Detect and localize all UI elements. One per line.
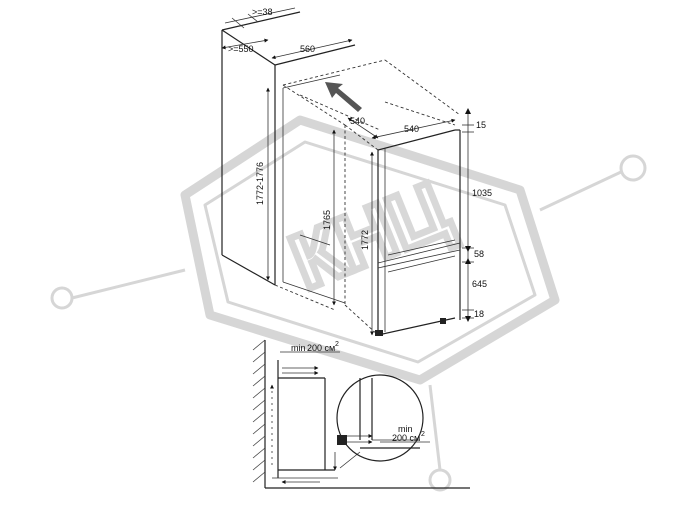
dim-lower-door: 645 [472, 279, 487, 289]
vent-bottom-area: 200 см [392, 433, 420, 443]
vent-bottom-min: min [398, 424, 413, 434]
niche-drawing: >=38 >=550 560 1772-1776 1765 [221, 7, 461, 311]
detail-magnifier [336, 374, 424, 462]
airflow-arrows [270, 366, 337, 484]
dim-door-gap: 58 [474, 249, 484, 259]
dim-bottom-gap: 18 [474, 309, 484, 319]
dim-niche-height: 1772-1776 [255, 162, 265, 205]
vent-bottom-label: min 200 см 2 [380, 424, 430, 443]
dim-top-gap: >=38 [252, 7, 273, 17]
dim-inner-height: 1765 [322, 210, 332, 230]
vent-top-sup: 2 [335, 341, 339, 348]
appliance-drawing: 540 540 1772 15 1035 58 645 18 [344, 101, 492, 336]
wall-hatch [252, 339, 266, 483]
dim-top-panel: 15 [476, 120, 486, 130]
ventilation-section: min 200 см 2 [252, 339, 470, 489]
dim-depth-arrow: 540 [350, 116, 365, 126]
watermark: КНЦ [50, 115, 647, 492]
dim-niche-width: 560 [300, 44, 315, 54]
dim-unit-width: 540 [404, 124, 419, 134]
dim-upper-door: 1035 [472, 188, 492, 198]
dim-unit-height: 1772 [360, 230, 370, 250]
vent-top-area: 200 см [307, 343, 335, 353]
vent-bottom-sup: 2 [421, 431, 425, 438]
insertion-arrow [325, 82, 362, 112]
vent-top-min: min [291, 343, 306, 353]
dim-depth-min: >=550 [228, 44, 254, 54]
